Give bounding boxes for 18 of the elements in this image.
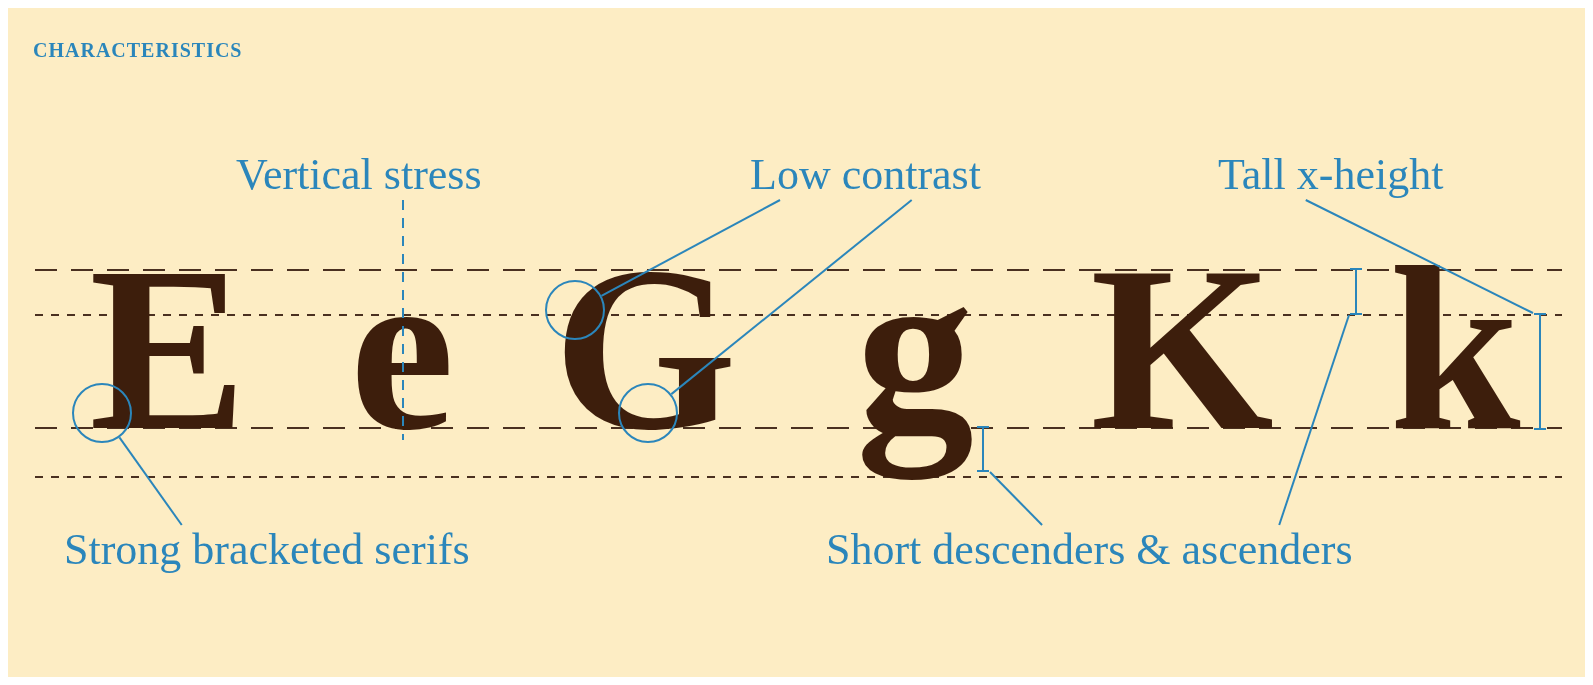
bracket-mark <box>976 426 990 472</box>
leader-line <box>989 471 1044 526</box>
specimen-letter: k <box>1389 218 1521 479</box>
leader-line <box>1304 199 1534 314</box>
callout-text: Strong bracketed serifs <box>64 525 470 575</box>
heading: CHARACTERISTICS <box>33 38 243 62</box>
callout-text: Low contrast <box>750 150 981 200</box>
callout-text: Short descenders & ascenders <box>826 525 1353 575</box>
leader-line <box>670 199 913 396</box>
specimen-letter: K <box>1090 218 1274 479</box>
leader-line <box>402 199 404 441</box>
callout-text: Tall x-height <box>1218 150 1444 200</box>
bracket-mark <box>1533 313 1547 430</box>
leader-line <box>1278 314 1350 526</box>
specimen-letter: g <box>856 218 974 479</box>
specimen-letter: e <box>349 218 455 479</box>
callout-text: Vertical stress <box>236 150 482 200</box>
bracket-mark <box>1349 268 1363 315</box>
